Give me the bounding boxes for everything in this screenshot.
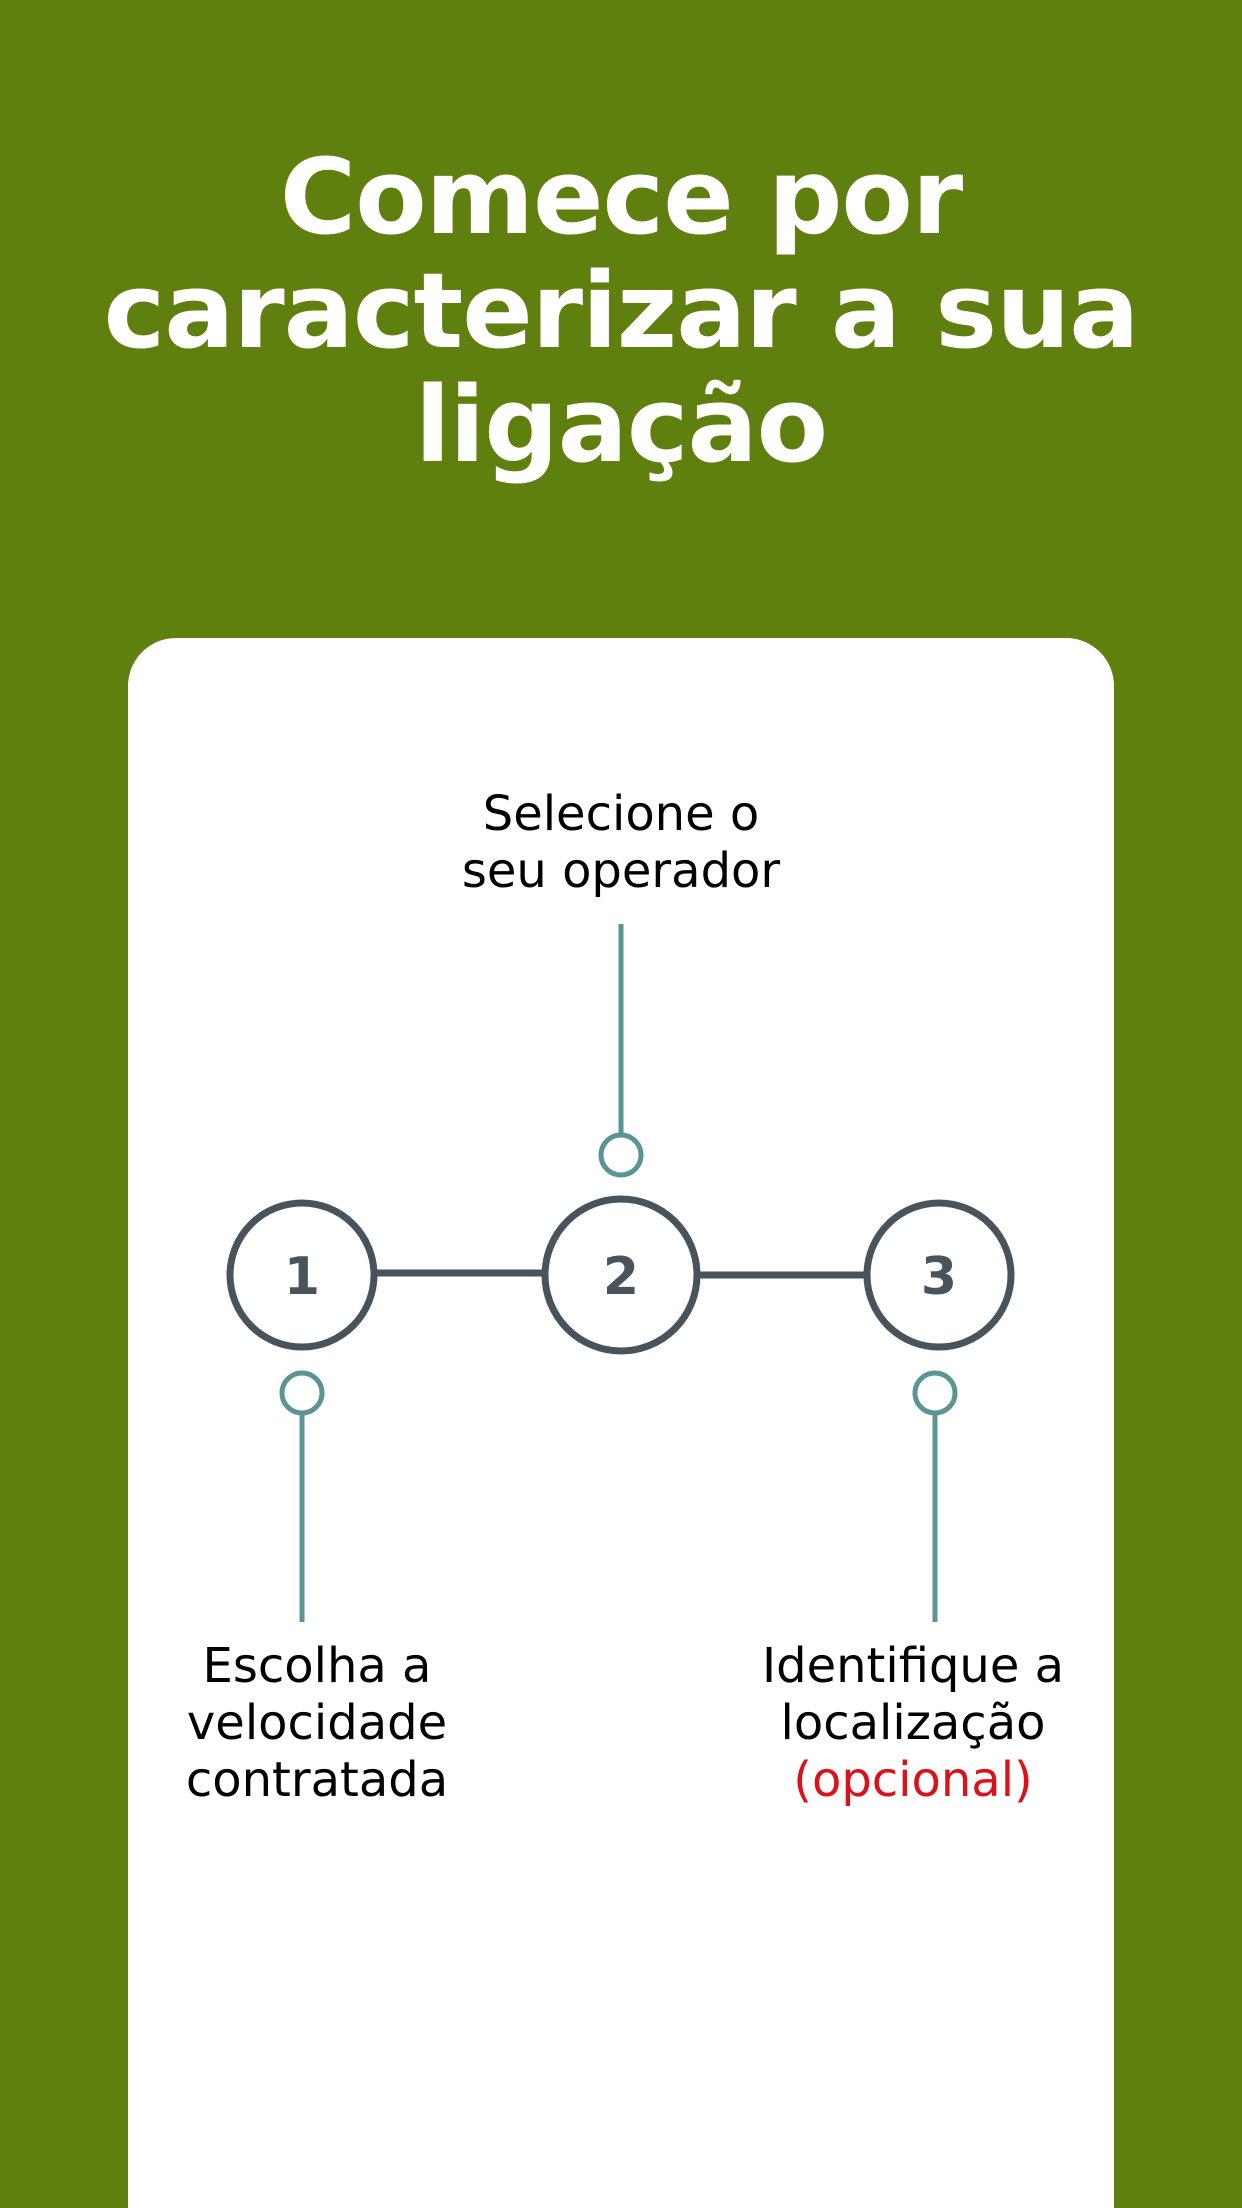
step-2-marker: 2	[541, 1195, 701, 1355]
callout-node-1	[279, 1370, 325, 1416]
step-2-label: Selecione o seu operador	[421, 786, 821, 900]
step-1-circle	[226, 1199, 378, 1351]
page-title: Comece por caracterizar a sua ligação	[0, 140, 1242, 482]
step-3-label-line-2: localização	[780, 1695, 1046, 1751]
title-line-3: ligação	[414, 364, 828, 486]
step-3-label: Identifique a localização (opcional)	[728, 1638, 1098, 1809]
step-3-label-line-1: Identifique a	[761, 1638, 1065, 1694]
steps-card	[128, 638, 1114, 2208]
step-1-label-line-3: contratada	[185, 1752, 449, 1808]
step-2-label-line-1: Selecione o	[482, 786, 760, 842]
step-1-label-line-2: velocidade	[186, 1695, 448, 1751]
step-1-marker: 1	[226, 1199, 378, 1351]
step-1-number: 1	[284, 1247, 320, 1307]
title-line-1: Comece por	[279, 136, 963, 258]
step-2-label-line-2: seu operador	[461, 843, 781, 899]
step-2-circle	[541, 1195, 701, 1355]
title-line-2: caracterizar a sua	[103, 250, 1140, 372]
callout-node-2	[598, 1132, 644, 1178]
step-3-circle	[863, 1199, 1015, 1351]
step-1-label: Escolha a velocidade contratada	[137, 1638, 497, 1809]
callout-node-3	[912, 1370, 958, 1416]
step-3-number: 3	[921, 1247, 957, 1307]
step-1-label-line-1: Escolha a	[202, 1638, 432, 1694]
step-2-number: 2	[603, 1247, 639, 1307]
step-3-optional-label: (opcional)	[793, 1752, 1033, 1808]
step-3-marker: 3	[863, 1199, 1015, 1351]
